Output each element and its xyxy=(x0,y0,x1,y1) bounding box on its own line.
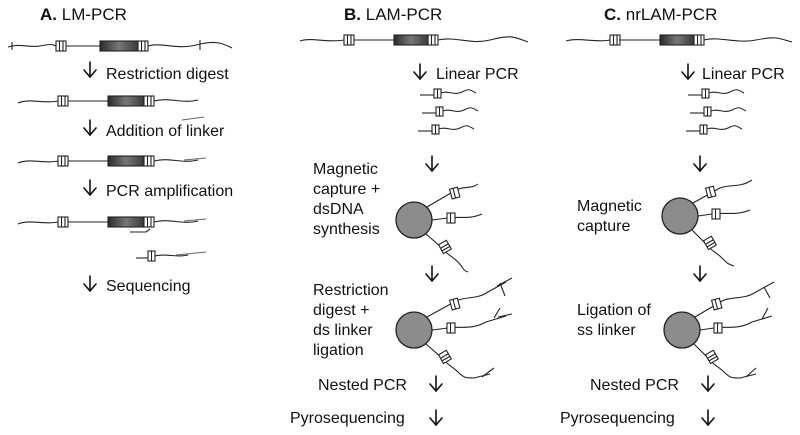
panel-c-step-ligation-ss-linker: Ligation of ss linker xyxy=(577,302,651,339)
panel-b-bead-1-strands xyxy=(425,183,483,273)
panel-c-bead-2 xyxy=(663,311,701,349)
panel-b-name: LAM-PCR xyxy=(365,5,443,24)
panel-c-title: C. nrLAM-PCR xyxy=(604,6,717,24)
panel-b-genome xyxy=(299,34,529,46)
panel-c-step-nested-pcr: Nested PCR xyxy=(590,377,679,394)
panel-a-arrow-3 xyxy=(83,179,97,196)
panel-a-linker-1 xyxy=(181,116,205,121)
panel-a-step-sequencing: Sequencing xyxy=(106,278,191,295)
panel-a-step-restriction-digest: Restriction digest xyxy=(106,66,229,83)
panel-c-product-2 xyxy=(689,106,747,117)
panel-b-arrow-2 xyxy=(425,155,439,172)
panel-c-step-magnetic-capture: Magnetic capture xyxy=(577,198,642,235)
panel-b-bead-1 xyxy=(395,201,433,239)
panel-b-bead-2-strands xyxy=(425,277,513,379)
panel-c-arrow-1 xyxy=(681,63,695,80)
panel-b-arrow-5 xyxy=(429,409,443,426)
panel-a-genome-4 xyxy=(17,216,207,233)
panel-c-product-1 xyxy=(687,88,745,99)
panel-b-letter: B. xyxy=(344,5,361,24)
panel-b-step-restriction-ligation: Restriction digest + ds linker ligation xyxy=(313,282,389,359)
panel-c-name: nrLAM-PCR xyxy=(625,5,718,24)
panel-b-arrow-4 xyxy=(429,375,443,392)
panel-a-letter: A. xyxy=(40,5,57,24)
panel-c-arrow-2 xyxy=(693,155,707,172)
panel-b-product-2 xyxy=(421,106,479,117)
panel-c-arrow-5 xyxy=(701,409,715,426)
panel-c-step-linear-pcr: Linear PCR xyxy=(702,66,785,83)
panel-b-arrow-1 xyxy=(413,63,427,80)
panel-a-amplicon xyxy=(136,250,207,262)
panel-b-step-magnetic-capture: Magnetic capture + dsDNA synthesis xyxy=(313,161,381,238)
panel-c-genome xyxy=(565,34,793,46)
panel-c-product-3 xyxy=(685,124,743,135)
panel-b-arrow-3 xyxy=(425,265,439,282)
panel-a-step-addition-of-linker: Addition of linker xyxy=(106,123,225,140)
panel-a-name: LM-PCR xyxy=(61,5,127,24)
panel-a-arrow-4 xyxy=(83,275,97,292)
panel-b-product-3 xyxy=(417,124,475,135)
panel-b-title: B. LAM-PCR xyxy=(344,6,442,24)
panel-b-step-nested-pcr: Nested PCR xyxy=(318,377,407,394)
panel-b-bead-2 xyxy=(395,311,433,349)
panel-c-step-pyrosequencing: Pyrosequencing xyxy=(560,410,675,427)
panel-a-genome-1 xyxy=(7,40,233,52)
panel-c-arrow-4 xyxy=(701,375,715,392)
panel-a-step-pcr-amplification: PCR amplification xyxy=(106,183,234,200)
panel-c-letter: C. xyxy=(604,5,621,24)
panel-a-arrow-2 xyxy=(83,119,97,136)
panel-a-title: A. LM-PCR xyxy=(40,6,127,24)
panel-c-bead-1 xyxy=(661,197,699,235)
panel-b-step-pyrosequencing: Pyrosequencing xyxy=(290,410,405,427)
panel-b-product-1 xyxy=(419,88,477,99)
panel-a-genome-3 xyxy=(17,155,207,167)
panel-c-bead-1-strands xyxy=(691,179,753,267)
panel-b-step-linear-pcr: Linear PCR xyxy=(436,66,519,83)
panel-c-bead-2-strands xyxy=(693,281,775,379)
panel-c-arrow-3 xyxy=(693,265,707,282)
panel-a-arrow-1 xyxy=(83,61,97,78)
panel-a-genome-2 xyxy=(17,95,199,107)
